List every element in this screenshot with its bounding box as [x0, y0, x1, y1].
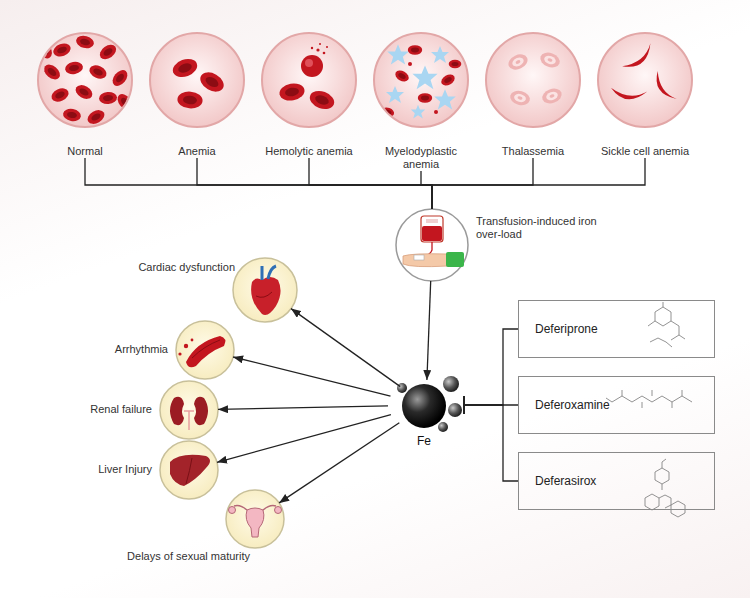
inhibition-bar — [463, 396, 465, 414]
connector — [218, 406, 388, 410]
illustration-circle: Delays of sexual maturity — [226, 490, 284, 548]
node-label: Anemia — [178, 145, 215, 158]
node-label: Arrhythmia — [115, 343, 168, 356]
connector — [197, 158, 432, 209]
node-label: Normal — [67, 145, 102, 158]
node-label: Fe — [417, 435, 431, 448]
inhibition-bar — [463, 396, 465, 414]
connector — [279, 423, 399, 503]
drug-box: Deferiprone — [518, 300, 715, 358]
connector — [464, 329, 518, 405]
node-label: Sickle cell anemia — [601, 145, 689, 158]
drug-box: Deferoxamine — [518, 376, 715, 434]
node-label: Cardiac dysfunction — [138, 261, 235, 274]
connector — [85, 158, 432, 209]
connector — [217, 415, 391, 463]
blood-circle: Anemia — [143, 33, 251, 158]
node-label: Thalassemia — [502, 145, 564, 158]
connector — [233, 357, 390, 396]
node-label: Myelodyplastic anemia — [367, 145, 475, 171]
node-label: Hemolytic anemia — [265, 145, 352, 158]
connector — [421, 171, 432, 209]
blood-circle: Hemolytic anemia — [255, 33, 363, 158]
inhibition-bar — [463, 396, 465, 414]
illustration-circle: Cardiac dysfunction — [233, 258, 297, 322]
node-label: Deferasirox — [535, 475, 596, 488]
illustration-circle: Transfusion-induced iron over-load — [396, 209, 468, 281]
connector — [432, 158, 645, 209]
connector — [432, 158, 533, 209]
illustration-circle: Renal failure — [160, 381, 218, 439]
blood-circle: Thalassemia — [479, 33, 587, 158]
node-label: Liver Injury — [98, 463, 152, 476]
illustration-circle: Arrhythmia — [176, 321, 234, 379]
drug-box: Deferasirox — [518, 452, 715, 510]
blood-circle: Myelodyplastic anemia — [367, 33, 475, 171]
blood-circle: Normal — [31, 33, 139, 158]
node-label: Renal failure — [90, 403, 152, 416]
connector — [427, 281, 431, 380]
node-label: Deferoxamine — [535, 399, 610, 412]
node-label: Transfusion-induced iron over-load — [476, 215, 606, 241]
blood-circle: Sickle cell anemia — [591, 33, 699, 158]
node-label: Delays of sexual maturity — [127, 550, 250, 563]
illustration-circle: Fe — [388, 380, 464, 430]
illustration-circle: Liver Injury — [160, 441, 218, 499]
connector — [464, 405, 518, 481]
node-label: Deferiprone — [535, 323, 598, 336]
